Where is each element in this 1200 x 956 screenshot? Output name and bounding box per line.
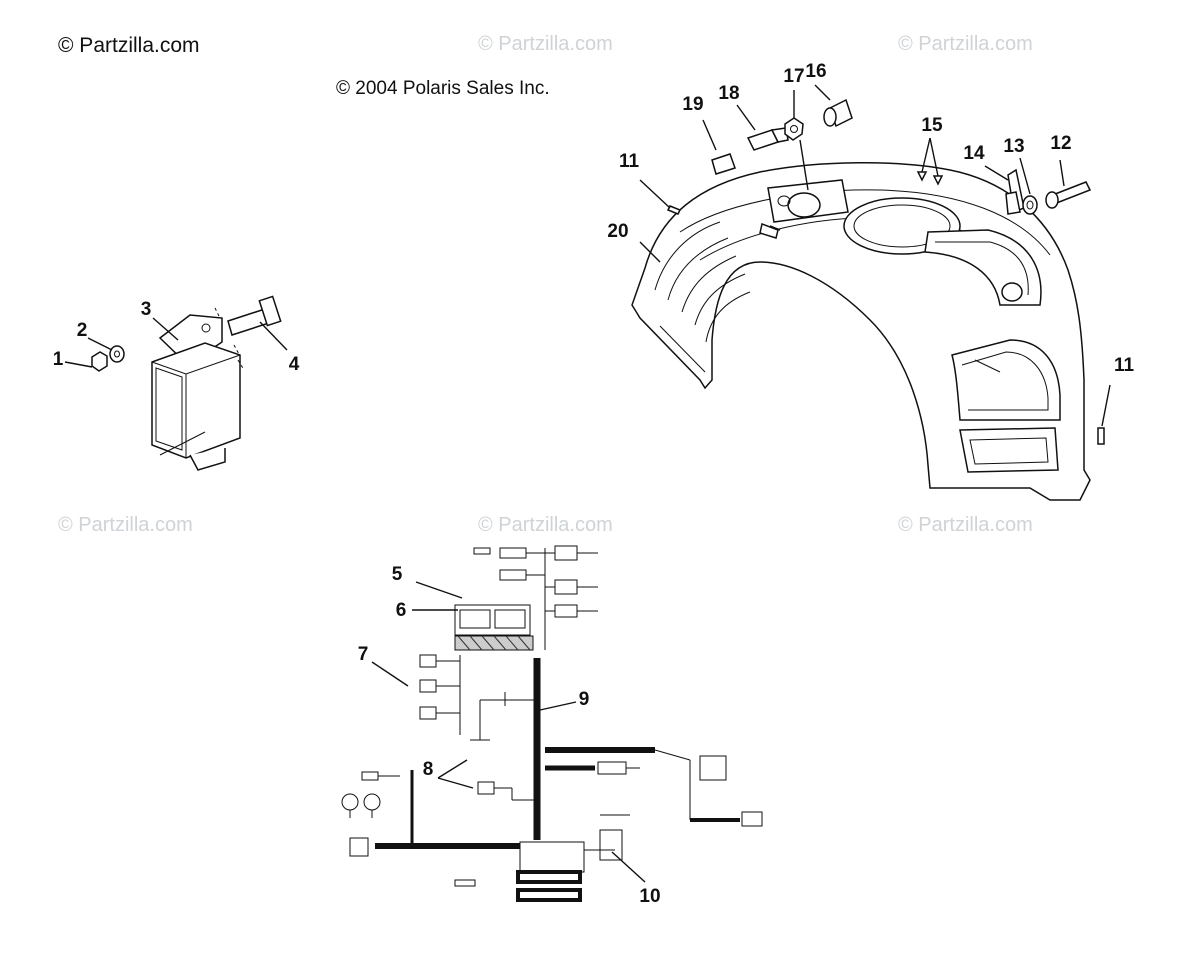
hood-drawing	[631, 162, 1091, 501]
callout-5: 5	[391, 564, 403, 585]
watermark: © Partzilla.com	[478, 514, 613, 536]
callout-10: 10	[639, 886, 661, 907]
callout-16: 16	[805, 61, 827, 82]
callout-11: 11	[1113, 355, 1135, 376]
callout-19: 19	[682, 94, 704, 115]
copyright-label: © 2004 Polaris Sales Inc.	[336, 78, 550, 99]
callout-2: 2	[76, 320, 88, 341]
callout-18: 18	[718, 83, 740, 104]
callout-7: 7	[357, 644, 369, 665]
callout-3: 3	[140, 299, 152, 320]
watermark: © Partzilla.com	[58, 514, 193, 536]
brand-label: © Partzilla.com	[58, 34, 200, 57]
cdi-module-drawing	[64, 295, 288, 471]
watermark: © Partzilla.com	[898, 33, 1033, 55]
callout-13: 13	[1003, 136, 1025, 157]
callout-4: 4	[288, 354, 300, 375]
callout-1: 1	[52, 349, 64, 370]
callout-11: 11	[618, 151, 640, 172]
callout-9: 9	[578, 689, 590, 710]
watermark: © Partzilla.com	[898, 514, 1033, 536]
watermark: © Partzilla.com	[478, 33, 613, 55]
callout-20: 20	[607, 221, 629, 242]
callout-14: 14	[963, 143, 985, 164]
callout-6: 6	[395, 600, 407, 621]
callout-15: 15	[921, 115, 943, 136]
callout-12: 12	[1050, 133, 1072, 154]
wiring-harness-drawing	[341, 545, 763, 902]
dash-small-parts	[639, 84, 1111, 445]
callout-8: 8	[422, 759, 434, 780]
callout-17: 17	[783, 66, 805, 87]
